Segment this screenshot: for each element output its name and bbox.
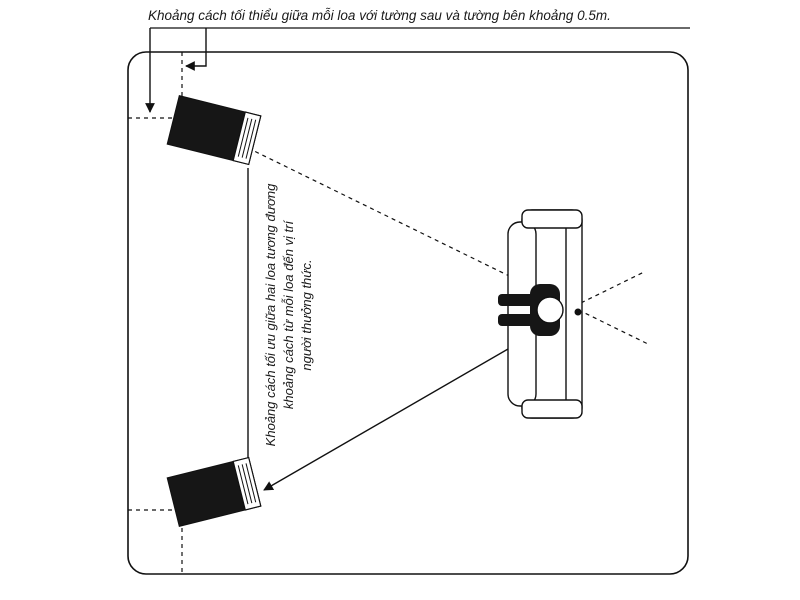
sofa-arm-bottom (521, 399, 583, 419)
listener-distance-arrow (263, 333, 535, 491)
spacing-note: Khoảng cách tối ưu giữa hai loa tương đư… (263, 183, 314, 446)
listening-point (574, 308, 582, 316)
clearance-guides (128, 52, 183, 574)
speaker-top (166, 94, 262, 166)
arrow-to-side-wall (185, 28, 207, 71)
listener-head (536, 296, 564, 324)
spacing-note-line2: khoảng cách từ mỗi loa đến vị trí (281, 220, 296, 410)
sofa-arm-top (521, 209, 583, 229)
room-outline (127, 51, 689, 575)
speaker-bottom (166, 456, 262, 528)
wall-clearance-note: Khoảng cách tối thiểu giữa mỗi loa với t… (148, 8, 611, 23)
listener (498, 284, 582, 336)
spacing-note-line3: người thưởng thức. (299, 259, 314, 370)
spacing-note-line1: Khoảng cách tối ưu giữa hai loa tương đư… (263, 183, 278, 446)
clearance-arrows (145, 28, 207, 113)
